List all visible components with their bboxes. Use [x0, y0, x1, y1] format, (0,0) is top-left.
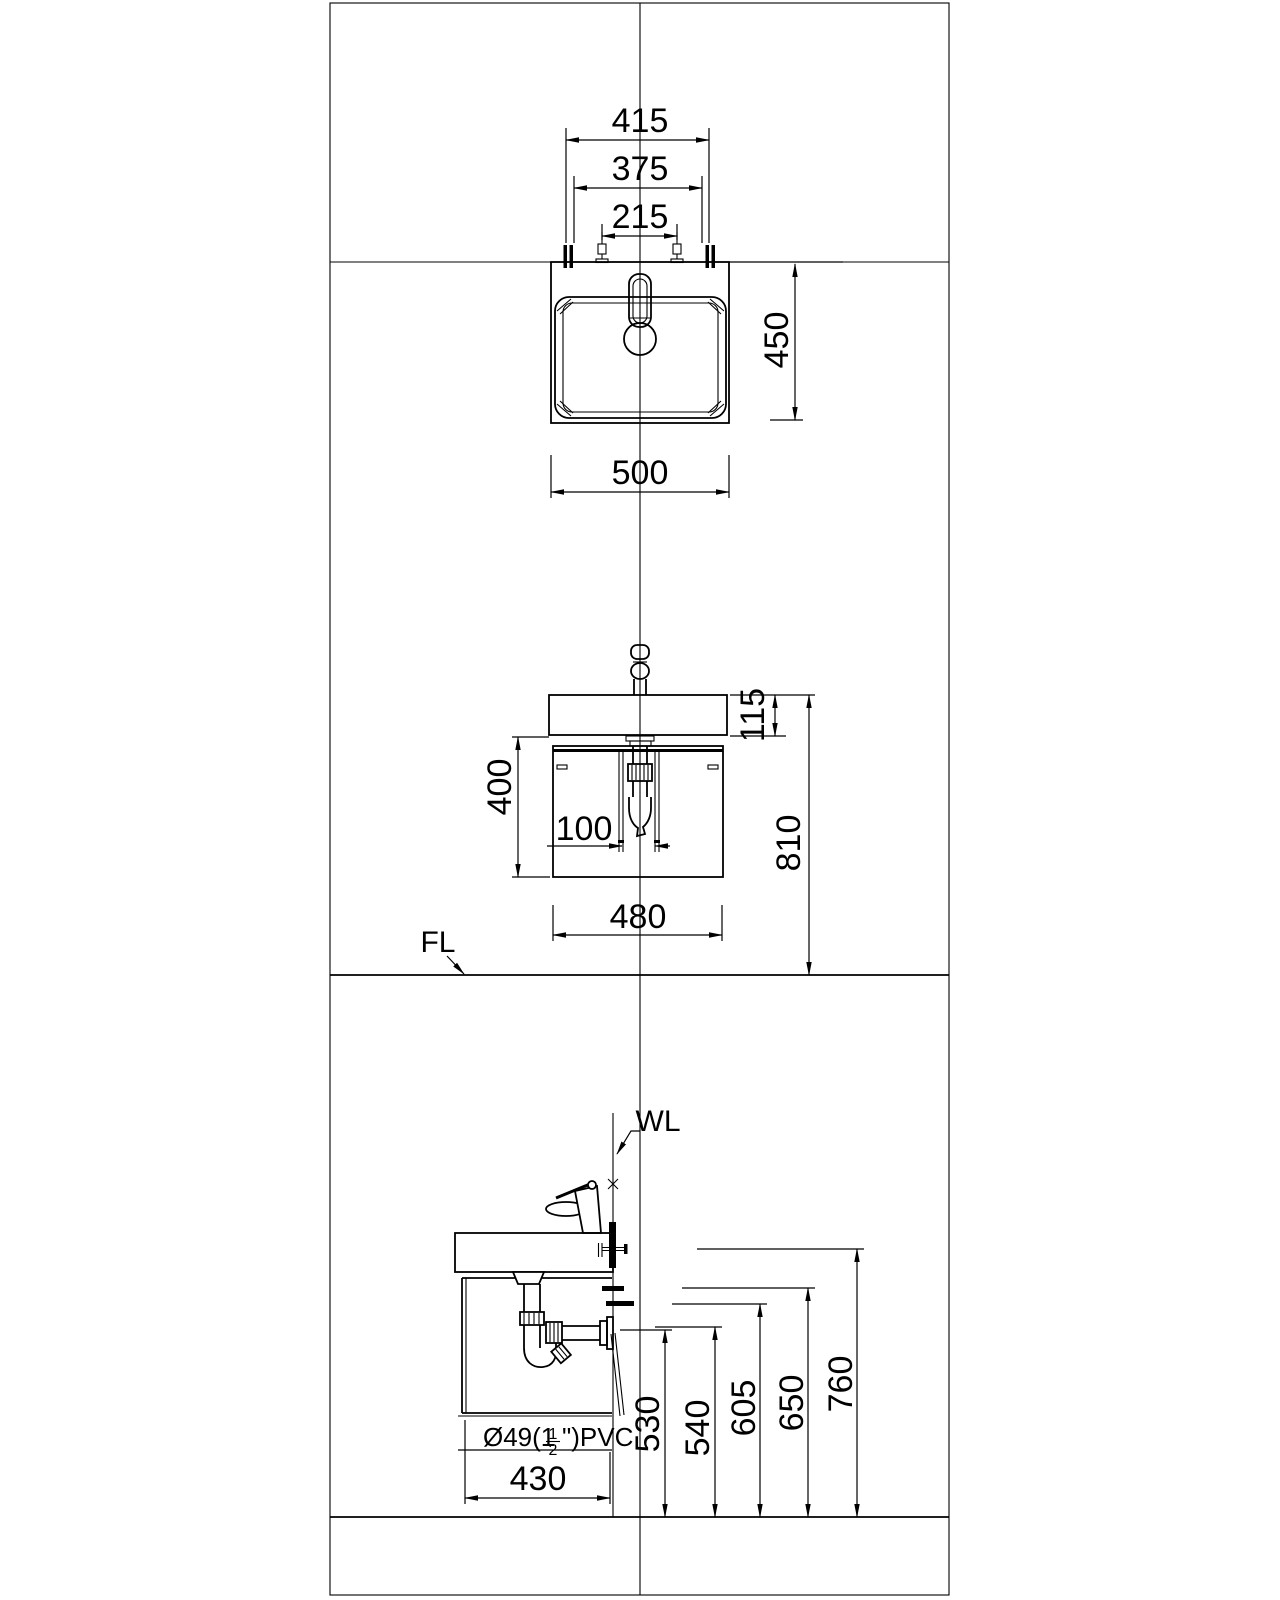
dim-530-label: 530 [629, 1396, 667, 1453]
dim-430-label: 430 [510, 1460, 567, 1498]
faucet-side [545, 1178, 619, 1234]
wall-bracket [609, 1222, 616, 1268]
pipe-label-prefix: Ø49(1 [483, 1422, 555, 1452]
dim-115-label: 115 [734, 688, 772, 742]
floor-line-label: FL [420, 926, 455, 959]
pvc-stub [549, 1342, 573, 1365]
plan-view: 415 375 215 450 500 [550, 102, 843, 498]
wall-label-leader [616, 1130, 640, 1155]
plan-dimensions: 415 375 215 450 500 [550, 102, 843, 498]
dim-540-label: 540 [679, 1400, 717, 1457]
extension-lines [550, 128, 843, 498]
wall-anchor-mark-upper [602, 1286, 624, 1291]
drain-hole [623, 322, 657, 356]
pvc-pipe-diagonal [610, 1333, 621, 1417]
dim-500-label: 500 [612, 454, 669, 492]
dim-100-label: 100 [556, 810, 613, 848]
basin-rim-outer [554, 296, 727, 419]
floor-label-leader [446, 955, 465, 975]
drain-front [625, 735, 655, 838]
dim-400-label: 400 [481, 759, 519, 816]
door-handle-left [556, 764, 568, 770]
basin-side [454, 1232, 614, 1273]
drain-side [511, 1271, 625, 1417]
dim-375-label: 375 [612, 150, 669, 188]
side-dimensions: 430 530 540 605 650 760 [464, 1248, 864, 1518]
dim-760-label: 760 [822, 1356, 860, 1413]
basin-corner-marks [556, 298, 725, 417]
dim-450-label: 450 [758, 312, 796, 369]
trap-cup [628, 797, 652, 838]
pipe-label-group: Ø49(1 1 2 ")PVC [458, 1422, 633, 1459]
wall-label-group: WL [616, 1105, 681, 1155]
mount-bolt-side [597, 1243, 628, 1257]
pipe-label-frac-num: 1 [549, 1426, 558, 1443]
front-dimensions: 115 400 100 480 810 [481, 688, 815, 976]
faucet-front [630, 644, 650, 695]
floor-label-group: FL [420, 926, 465, 975]
wall-line-label: WL [636, 1105, 681, 1138]
front-view: 115 400 100 480 810 FL [420, 644, 815, 976]
basin-rim-inner [562, 302, 719, 413]
side-view: WL [454, 1105, 864, 1518]
cabinet-side [458, 1277, 612, 1417]
dim-480-label: 480 [610, 898, 667, 936]
supply-pipes [618, 751, 660, 852]
dim-215-label: 215 [612, 198, 669, 236]
door-handle-right [707, 764, 719, 770]
dim-650-label: 650 [773, 1375, 811, 1432]
basin-front [548, 694, 728, 736]
wall-anchor-mark-lower [606, 1301, 634, 1306]
counter-outline [550, 261, 730, 424]
pipe-label-suffix: ")PVC [562, 1422, 633, 1452]
dim-415-label: 415 [612, 102, 669, 140]
dim-810-label: 810 [770, 815, 808, 872]
dim-605-label: 605 [725, 1380, 763, 1437]
